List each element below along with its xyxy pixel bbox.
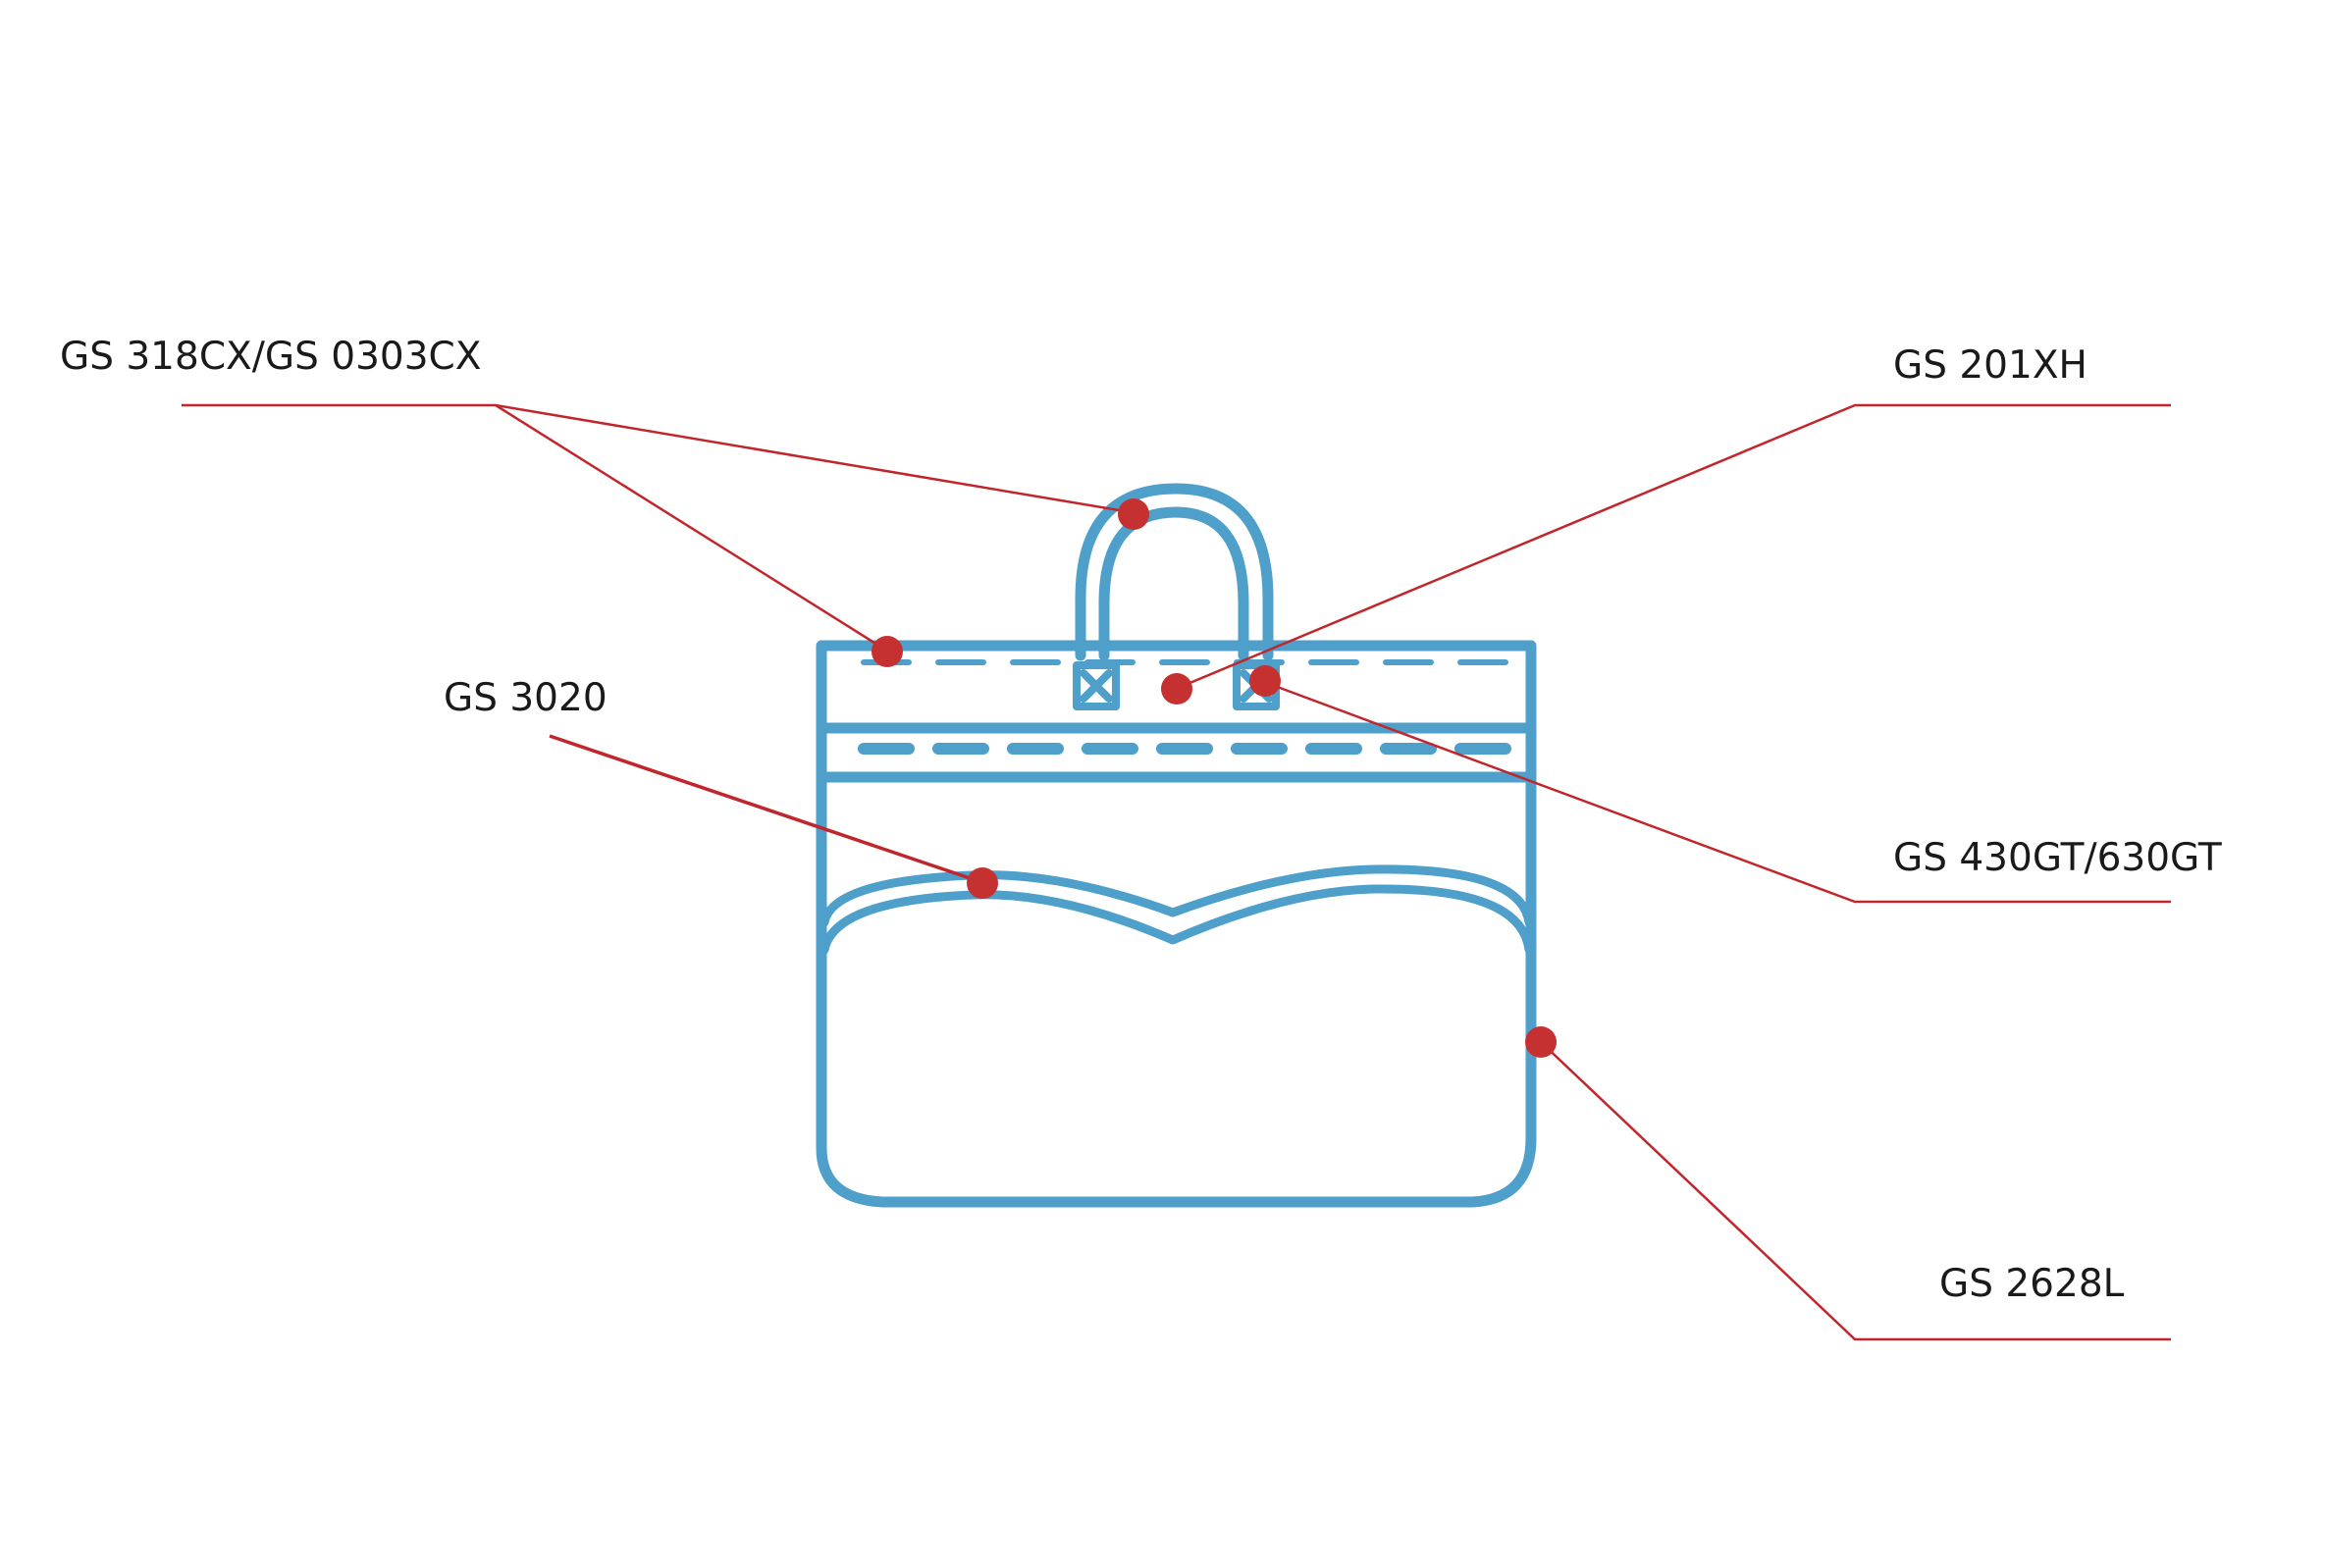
handle-inner-arc	[1098, 506, 1249, 661]
callout-label-4: GS 430GT/630GT	[1893, 836, 2222, 880]
callout-dot-side-seam	[1525, 1026, 1557, 1058]
pocket-outer-curve	[819, 864, 1534, 927]
handle-tab-left	[1073, 661, 1120, 710]
callout-dot-handle	[1118, 498, 1149, 530]
top-band	[816, 640, 1537, 734]
handle-outer-arc	[1075, 483, 1274, 661]
callout-label-1: GS 318CX/GS 0303CX	[60, 335, 482, 379]
bag-body	[816, 722, 1537, 1208]
callout-lines	[182, 403, 2171, 1341]
callout-line-5	[1540, 1041, 2171, 1341]
callout-dots	[872, 498, 1557, 1058]
callout-line-1b	[495, 403, 886, 652]
callout-line-3	[549, 734, 982, 884]
callout-line-1a	[182, 403, 1132, 514]
callout-label-2: GS 201XH	[1893, 343, 2087, 388]
bag-illustration	[816, 483, 1537, 1208]
callout-line-2	[1175, 403, 2171, 691]
pocket-inner-curve	[819, 884, 1534, 955]
callout-label-3: GS 3020	[444, 676, 608, 720]
callout-dot-pocket-edge	[967, 867, 998, 899]
callout-dot-handle-tab	[1249, 665, 1281, 697]
callout-line-4	[1263, 680, 2171, 904]
callout-dot-top-rim	[872, 636, 903, 667]
callout-dot-top-band	[1161, 673, 1192, 705]
callout-label-5: GS 2628L	[1939, 1262, 2125, 1306]
